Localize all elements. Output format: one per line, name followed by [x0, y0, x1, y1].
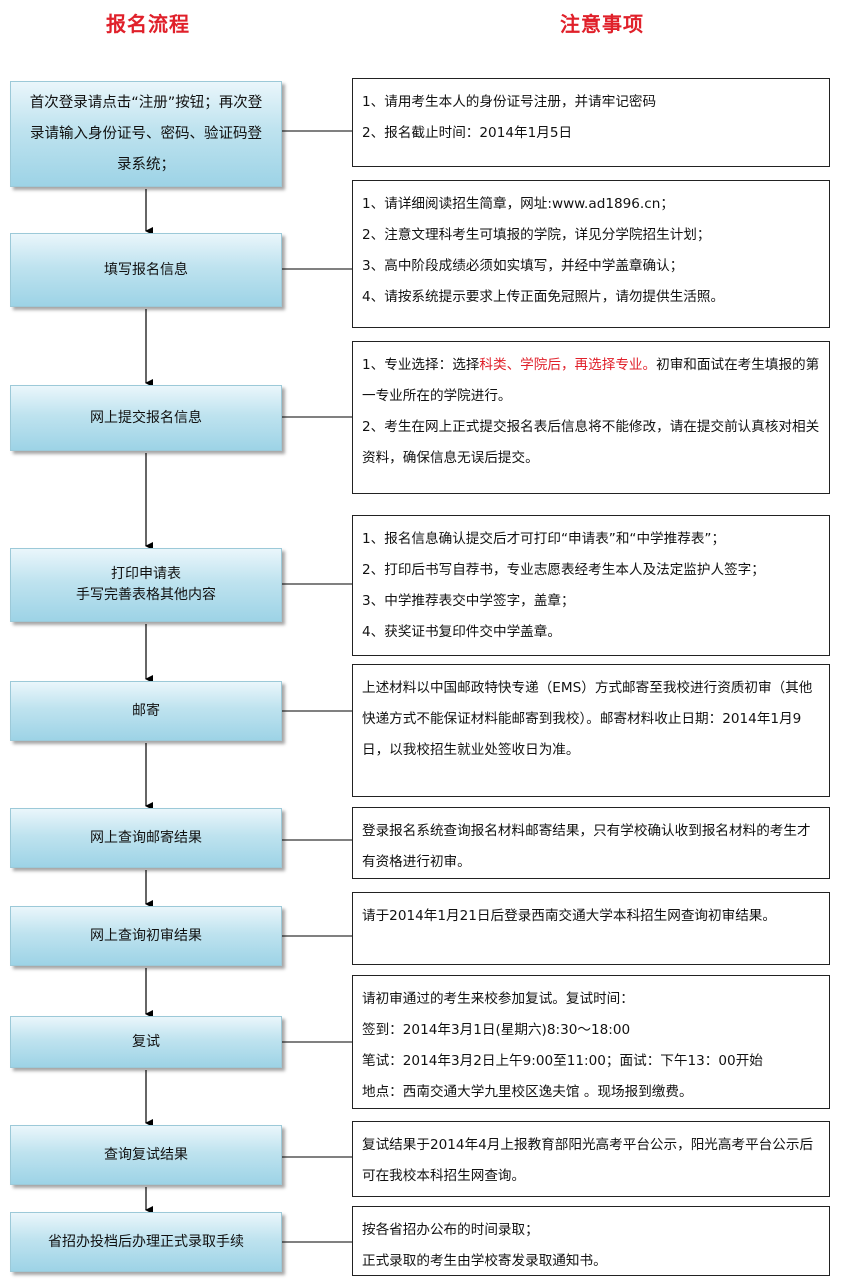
step-label: 网上提交报名信息: [90, 409, 202, 426]
note-review-result: 请于2014年1月21日后登录西南交通大学本科招生网查询初审结果。: [352, 892, 830, 965]
step-label: 打印申请表 手写完善表格其他内容: [76, 566, 216, 603]
step-admission: 省招办投档后办理正式录取手续: [10, 1212, 282, 1272]
note-line: 3、中学推荐表交中学签字，盖章；: [362, 593, 575, 609]
note-fill-info: 1、请详细阅读招生简章，网址:www.ad1896.cn； 2、注意文理科考生可…: [352, 180, 830, 328]
note-line: 3、高中阶段成绩必须如实填写，并经中学盖章确认；: [362, 258, 684, 274]
note-text: 上述材料以中国邮政特快专递（EMS）方式邮寄至我校进行资质初审（其他快递方式不能…: [362, 680, 813, 758]
note-line: 1、报名信息确认提交后才可打印“申请表”和“中学推荐表”；: [362, 531, 726, 547]
note-line: 签到：2014年3月1日(星期六)8:30～18:00: [362, 1022, 631, 1038]
step-query-mail-result: 网上查询邮寄结果: [10, 808, 282, 868]
step-label: 复试: [132, 1033, 160, 1050]
note-line: 2、注意文理科考生可填报的学院，详见分学院招生计划；: [362, 227, 711, 243]
step-label: 查询复试结果: [104, 1146, 188, 1163]
step-label: 首次登录请点击“注册”按钮；再次登录请输入身份证号、密码、验证码登录系统；: [29, 94, 263, 173]
note-line: 2、打印后书写自荐书，专业志愿表经考生本人及法定监护人签字；: [362, 562, 765, 578]
note-line: 1、请用考生本人的身份证号注册，并请牢记密码: [362, 94, 657, 110]
step-reexam: 复试: [10, 1016, 282, 1068]
note-admission: 按各省招办公布的时间录取； 正式录取的考生由学校寄发录取通知书。: [352, 1206, 830, 1276]
note-text: 请于2014年1月21日后登录西南交通大学本科招生网查询初审结果。: [362, 908, 776, 924]
step-label: 省招办投档后办理正式录取手续: [48, 1233, 244, 1250]
note-reexam: 请初审通过的考生来校参加复试。复试时间： 签到：2014年3月1日(星期六)8:…: [352, 975, 830, 1109]
step-label: 网上查询邮寄结果: [90, 829, 202, 846]
note-item-no-modify: 2、考生在网上正式提交报名表后信息将不能修改，请在提交前认真核对相关资料，确保信…: [362, 419, 820, 466]
note-line: 4、获奖证书复印件交中学盖章。: [362, 624, 561, 640]
step-print-form: 打印申请表 手写完善表格其他内容: [10, 548, 282, 622]
note-reexam-result: 复试结果于2014年4月上报教育部阳光高考平台公示，阳光高考平台公示后可在我校本…: [352, 1121, 830, 1197]
step-mail: 邮寄: [10, 681, 282, 741]
step-query-review-result: 网上查询初审结果: [10, 906, 282, 966]
note-line: 2、报名截止时间：2014年1月5日: [362, 125, 573, 141]
note-text: 1、专业选择：选择: [362, 357, 480, 373]
note-line: 请初审通过的考生来校参加复试。复试时间：: [362, 991, 634, 1007]
step-submit-online: 网上提交报名信息: [10, 385, 282, 451]
note-submit: 1、专业选择：选择科类、学院后，再选择专业。初审和面试在考生填报的第一专业所在的…: [352, 341, 830, 494]
note-register: 1、请用考生本人的身份证号注册，并请牢记密码 2、报名截止时间：2014年1月5…: [352, 78, 830, 167]
note-print: 1、报名信息确认提交后才可打印“申请表”和“中学推荐表”； 2、打印后书写自荐书…: [352, 515, 830, 656]
step-fill-info: 填写报名信息: [10, 233, 282, 307]
note-text: 登录报名系统查询报名材料邮寄结果，只有学校确认收到报名材料的考生才有资格进行初审…: [362, 823, 811, 870]
step-label: 填写报名信息: [104, 261, 188, 278]
note-text: 初审和面试在考生填报的第一专业所在的学院进行。: [362, 357, 820, 404]
note-item-major-choice: 1、专业选择：选择科类、学院后，再选择专业。初审和面试在考生填报的第一专业所在的…: [362, 350, 820, 412]
note-line: 按各省招办公布的时间录取；: [362, 1222, 539, 1238]
process-heading: 报名流程: [106, 12, 190, 36]
note-text: 复试结果于2014年4月上报教育部阳光高考平台公示，阳光高考平台公示后可在我校本…: [362, 1137, 814, 1184]
note-line: 1、请详细阅读招生简章，网址:www.ad1896.cn；: [362, 196, 674, 212]
note-line: 地点：西南交通大学九里校区逸夫馆 。现场报到缴费。: [362, 1084, 693, 1100]
note-line: 正式录取的考生由学校寄发录取通知书。: [362, 1253, 607, 1269]
step-label: 网上查询初审结果: [90, 927, 202, 944]
note-line: 4、请按系统提示要求上传正面免冠照片，请勿提供生活照。: [362, 289, 725, 305]
step-query-reexam-result: 查询复试结果: [10, 1125, 282, 1185]
note-mail-result: 登录报名系统查询报名材料邮寄结果，只有学校确认收到报名材料的考生才有资格进行初审…: [352, 807, 830, 879]
step-register-login: 首次登录请点击“注册”按钮；再次登录请输入身份证号、密码、验证码登录系统；: [10, 81, 282, 187]
note-highlight: 科类、学院后，再选择专业。: [479, 357, 657, 373]
step-label: 邮寄: [132, 702, 160, 719]
note-mail: 上述材料以中国邮政特快专递（EMS）方式邮寄至我校进行资质初审（其他快递方式不能…: [352, 664, 830, 797]
notes-heading: 注意事项: [560, 12, 644, 36]
note-line: 笔试：2014年3月2日上午9:00至11:00；面试：下午13：00开始: [362, 1053, 763, 1069]
